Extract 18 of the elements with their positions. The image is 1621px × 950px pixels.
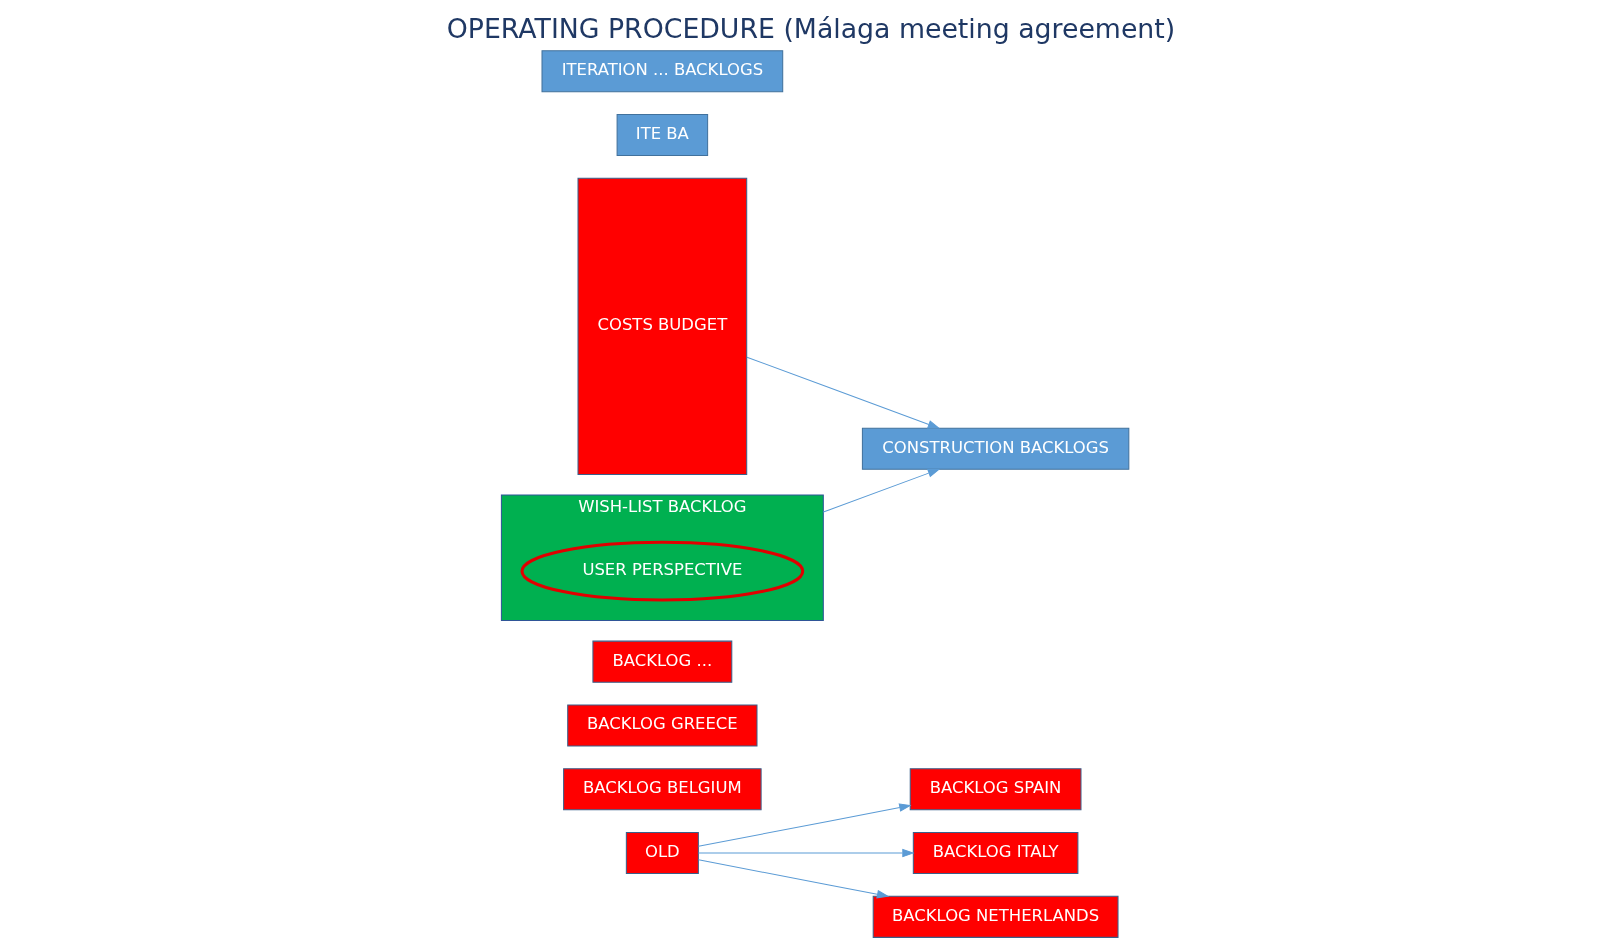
diagram-title: OPERATING PROCEDURE (Málaga meeting agreement) xyxy=(446,13,1175,45)
arrow xyxy=(822,468,940,513)
node-box: ITE BA xyxy=(616,113,708,157)
node-box: BACKLOG BELGIUM xyxy=(562,768,762,811)
node-ellipse: USER PERSPECTIVE xyxy=(519,540,804,602)
node-box: COSTS BUDGET xyxy=(577,177,747,475)
arrow xyxy=(697,848,915,858)
node-box: ITERATION ... BACKLOGS xyxy=(541,50,783,93)
node-box: OLD xyxy=(625,831,699,875)
arrow xyxy=(745,356,940,429)
node-box: BACKLOG GREECE xyxy=(566,704,757,747)
arrow xyxy=(697,859,889,899)
node-box: CONSTRUCTION BACKLOGS xyxy=(861,427,1129,470)
node-box: BACKLOG ... xyxy=(591,640,732,683)
arrow xyxy=(697,803,912,847)
node-box: BACKLOG SPAIN xyxy=(909,768,1081,811)
node-box: BACKLOG ITALY xyxy=(912,831,1078,875)
node-box: BACKLOG NETHERLANDS xyxy=(872,895,1119,938)
